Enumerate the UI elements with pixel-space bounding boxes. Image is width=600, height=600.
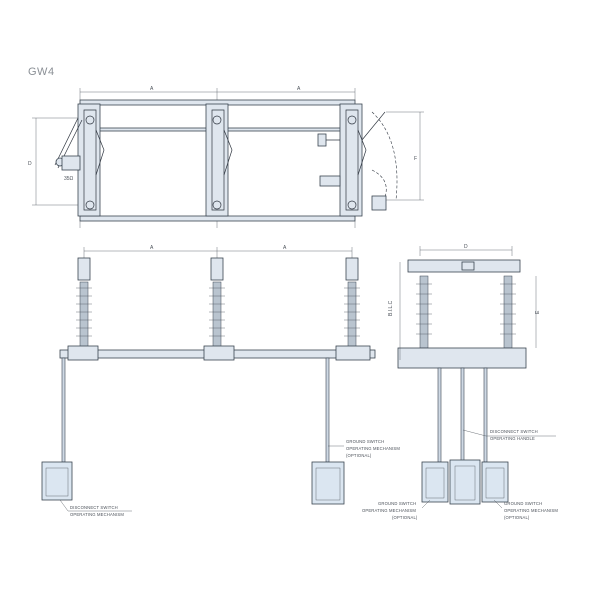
drawing-title: GW4 bbox=[28, 66, 55, 78]
swing-arc bbox=[371, 111, 398, 201]
drive-pipe-left bbox=[61, 357, 66, 463]
callout-disconnect-mech-2: OPERATING MECHANISM bbox=[70, 512, 124, 517]
callout-ground-mid-2: OPERATING MECHANISM bbox=[346, 446, 400, 451]
ground-mechanism-box-left bbox=[421, 461, 449, 503]
dim-a-left: A bbox=[150, 86, 154, 92]
insulator-right bbox=[344, 257, 360, 349]
drive-pipe-right bbox=[325, 357, 330, 463]
side-insulator-left bbox=[419, 275, 429, 349]
callout-disconnect-mech-1: DISCONNECT SWITCH bbox=[70, 505, 118, 510]
front-view: A A bbox=[41, 245, 376, 505]
disconnect-handle-box bbox=[449, 459, 481, 505]
pole-frame-middle bbox=[205, 103, 229, 217]
dim-d-side-view: D bbox=[464, 244, 468, 250]
callout-ground-mid-1: GROUND SWITCH bbox=[346, 439, 384, 444]
callouts: DISCONNECT SWITCH OPERATING MECHANISM GR… bbox=[59, 429, 558, 520]
dim-angle: 35Ω bbox=[64, 176, 74, 182]
ground-mechanism-box-mid bbox=[311, 461, 345, 505]
callout-ground-right-3: (OPTIONAL) bbox=[504, 515, 530, 520]
callout-ground-left-2: OPERATING MECHANISM bbox=[362, 508, 416, 513]
callout-ground-right-2: OPERATING MECHANISM bbox=[504, 508, 558, 513]
insulator-left bbox=[76, 257, 92, 349]
dim-a-front-right: A bbox=[283, 245, 287, 251]
ground-mechanism-box-right bbox=[481, 461, 509, 503]
dim-blc: B.I.L.C bbox=[388, 300, 394, 316]
side-insulator-right bbox=[503, 275, 513, 349]
side-view: D B.I.L.C E bbox=[388, 244, 541, 505]
dim-e: E bbox=[535, 310, 541, 314]
callout-handle-1: DISCONNECT SWITCH bbox=[490, 429, 538, 434]
disconnect-mechanism-box bbox=[41, 461, 73, 501]
callout-ground-left-1: GROUND SWITCH bbox=[378, 501, 416, 506]
callout-ground-right-1: GROUND SWITCH bbox=[504, 501, 542, 506]
callout-ground-mid-3: (OPTIONAL) bbox=[346, 453, 372, 458]
top-view: A A 35Ω bbox=[28, 86, 424, 228]
dim-f: F bbox=[414, 156, 417, 162]
rail-bottom bbox=[79, 215, 356, 222]
dim-a-right: A bbox=[297, 86, 301, 92]
callout-ground-left-3: (OPTIONAL) bbox=[392, 515, 418, 520]
left-blade bbox=[54, 117, 79, 166]
insulator-middle bbox=[209, 257, 225, 349]
callout-handle-2: OPERATING HANDLE bbox=[490, 436, 535, 441]
pole-frame-right bbox=[339, 103, 363, 217]
dim-a-front-left: A bbox=[150, 245, 154, 251]
side-base bbox=[397, 347, 527, 369]
dim-d-side: D bbox=[28, 161, 32, 167]
